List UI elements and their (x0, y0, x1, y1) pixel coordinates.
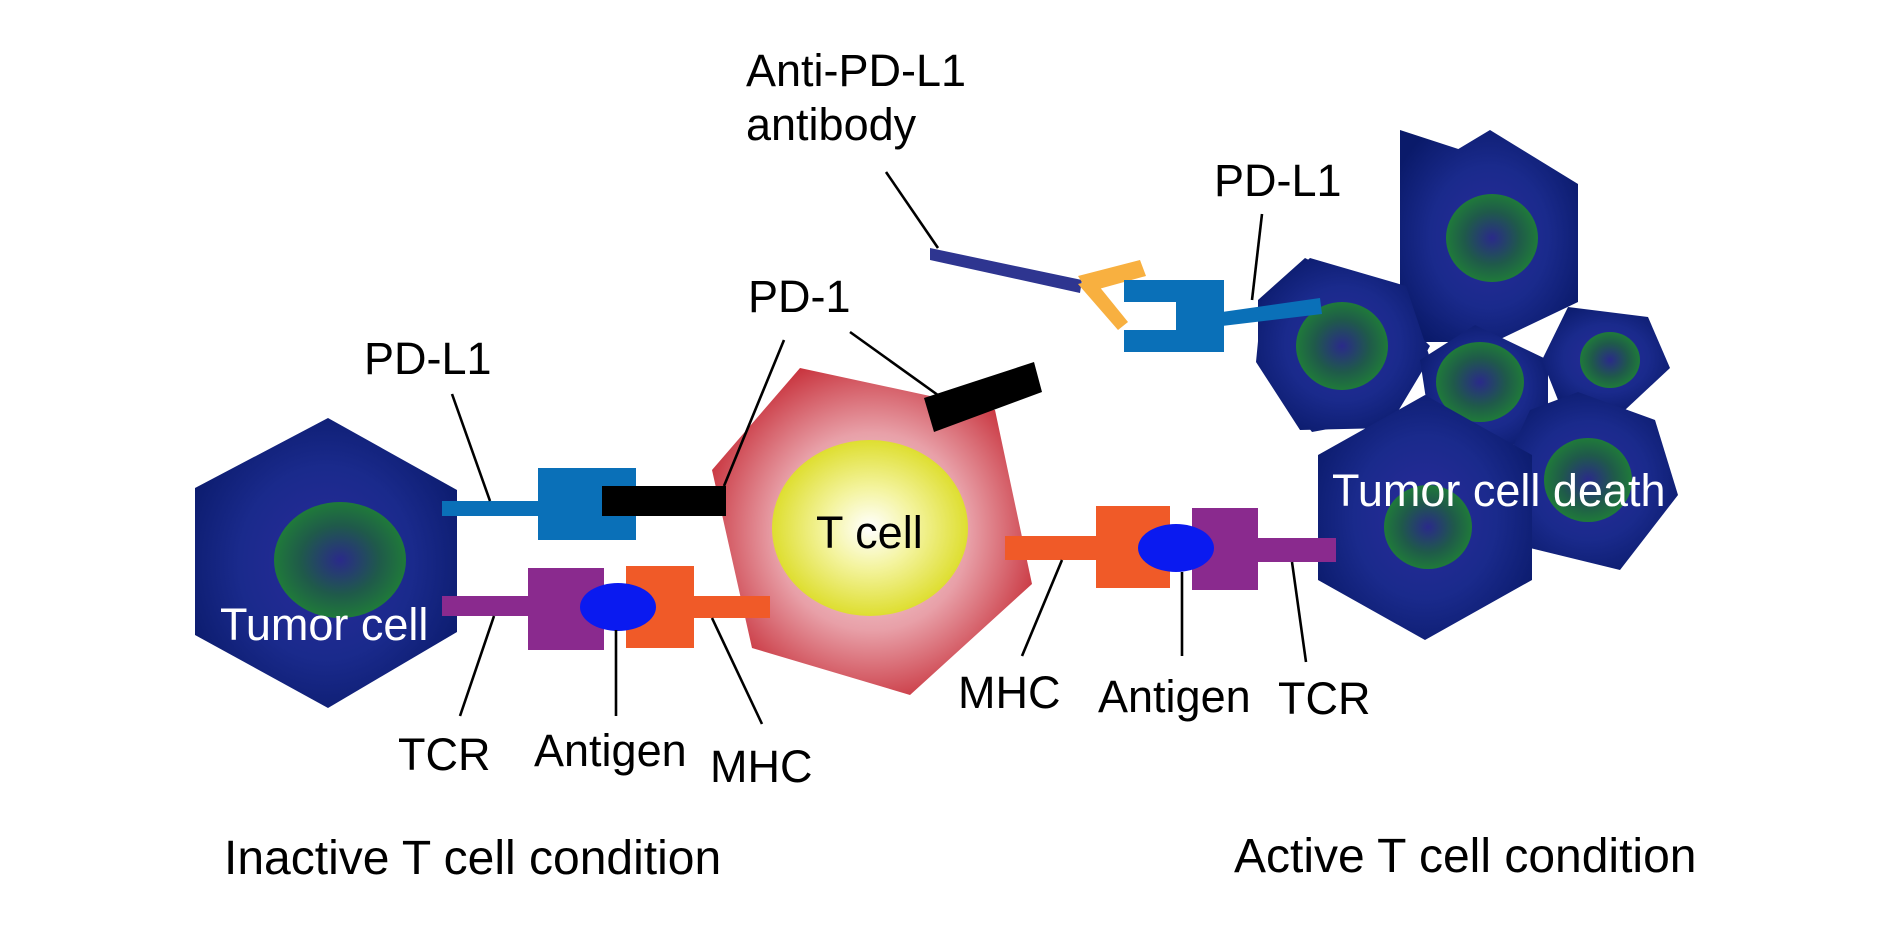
label-tcr-right: TCR (1278, 673, 1370, 724)
mhc-stem-left (690, 596, 770, 618)
leader-pdl1-top (1250, 213, 1264, 301)
t-cell (712, 368, 1032, 695)
label-mhc-right: MHC (958, 667, 1060, 718)
label-antigen-right: Antigen (1098, 671, 1251, 722)
label-anti-pdl1-line2: antibody (746, 99, 917, 150)
tumor-cell-left-nucleus (274, 502, 406, 618)
leader-tcr-right (1290, 561, 1308, 663)
tcr-stem-left (442, 596, 534, 616)
antigen-left (580, 583, 656, 631)
pd1-bound-left (602, 486, 726, 516)
label-tcr-left: TCR (398, 729, 490, 780)
pdl1-block-right-top (1124, 280, 1224, 302)
tumor-cell-cluster-1-nucleus (1446, 194, 1538, 282)
label-antigen-left: Antigen (534, 725, 687, 776)
leader-mhc-right (1020, 559, 1064, 657)
leader-pdl1-left (450, 393, 492, 502)
label-anti-pdl1-line1: Anti-PD-L1 (746, 45, 966, 96)
label-pd1: PD-1 (748, 271, 851, 322)
tumor-cluster-right (1256, 130, 1678, 640)
pd1-receptor-free (924, 362, 1042, 432)
label-tumor-cell: Tumor cell (220, 599, 428, 650)
label-inactive-condition: Inactive T cell condition (224, 832, 721, 885)
antibody-arm-lower (1078, 280, 1128, 330)
antibody-stem (930, 248, 1082, 293)
leader-lines (450, 171, 1308, 725)
tumor-cell-cluster-4-nucleus (1580, 332, 1640, 388)
mhc-stem-right (1005, 536, 1100, 560)
tumor-cell-cluster-6-nucleus (1384, 485, 1472, 569)
leader-mhc-left (710, 617, 764, 725)
tcr-mhc-complex-left (442, 566, 770, 650)
pdl1-notch-fill (1156, 302, 1176, 330)
label-pdl1-top: PD-L1 (1214, 155, 1342, 206)
tumor-cell-cluster-3-nucleus (1436, 342, 1524, 422)
label-t-cell: T cell (816, 507, 923, 558)
leader-tcr-left (458, 615, 496, 717)
pdl1-stem-right (1222, 298, 1322, 326)
leader-anti-pdl1 (884, 171, 940, 249)
antigen-right (1138, 524, 1214, 572)
label-active-condition: Active T cell condition (1234, 830, 1696, 883)
label-tumor-cell-death: Tumor cell death (1332, 465, 1665, 516)
tumor-cell-cluster-5-nucleus (1544, 438, 1632, 522)
label-pdl1-left: PD-L1 (364, 333, 492, 384)
pdl1-stem-left (442, 501, 542, 516)
pdl1-block-right-bottom (1124, 330, 1224, 352)
leader-pd1-lower (722, 339, 786, 487)
tcr-stem-right (1254, 538, 1336, 562)
tumor-cell-left (195, 418, 457, 708)
t-cell-nucleus (772, 440, 968, 616)
label-mhc-left: MHC (710, 741, 812, 792)
tcr-mhc-complex-right (1005, 506, 1336, 590)
antibody-pdl1-complex (930, 248, 1322, 352)
leader-pd1-upper (849, 330, 943, 400)
pdl1-pd1-complex-left (442, 468, 726, 540)
tumor-cell-cluster-2-nucleus (1296, 302, 1388, 390)
